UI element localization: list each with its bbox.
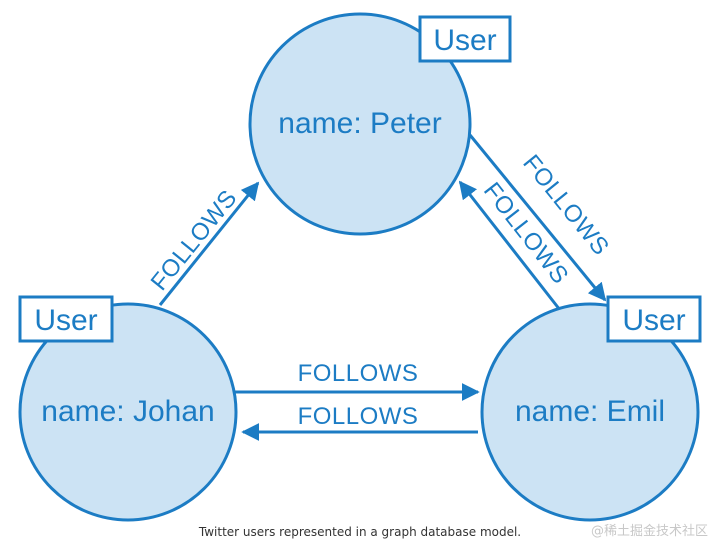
- node-peter-circle: [248, 12, 472, 236]
- node-emil-label-box: [606, 295, 702, 343]
- edge-label-johan-to-peter: FOLLOWS: [146, 185, 243, 296]
- node-emil-name: name: Emil: [515, 395, 665, 428]
- node-peter-label-box: [418, 15, 512, 63]
- edge-johan-to-peter: [158, 181, 260, 306]
- node-johan-label-box: [18, 295, 114, 343]
- node-johan-name: name: Johan: [41, 395, 214, 428]
- edge-emil-to-peter: [458, 180, 562, 311]
- node-peter-name: name: Peter: [278, 107, 441, 140]
- node-emil-label: User: [622, 304, 685, 337]
- node-emil-circle: [480, 302, 700, 522]
- node-peter-label: User: [433, 24, 496, 57]
- node-johan: name: Johan User: [18, 295, 238, 522]
- edge-label-emil-to-johan: FOLLOWS: [298, 403, 419, 430]
- node-emil: name: Emil User: [480, 295, 702, 522]
- watermark: @稀土掘金技术社区: [590, 524, 708, 539]
- node-peter: name: Peter User: [248, 12, 512, 236]
- node-johan-label: User: [34, 304, 97, 337]
- edge-label-johan-to-emil: FOLLOWS: [298, 360, 419, 387]
- edge-peter-to-emil: [468, 134, 607, 302]
- figure-caption: Twitter users represented in a graph dat…: [198, 525, 522, 539]
- node-johan-circle: [18, 302, 238, 522]
